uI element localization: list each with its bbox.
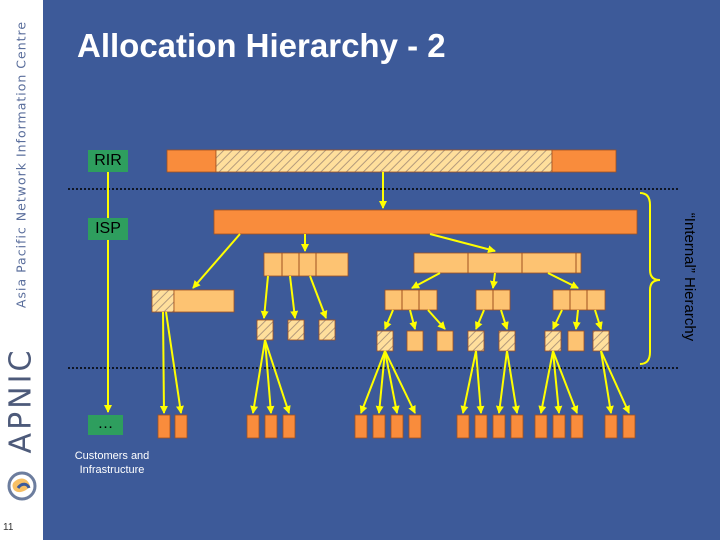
sub-allocation-left — [263, 252, 349, 277]
arrow — [489, 272, 498, 289]
arrow — [289, 275, 299, 319]
tier3-block-plain — [406, 330, 585, 352]
hierarchy-bracket — [639, 192, 661, 365]
tier2-group-2 — [475, 289, 511, 311]
arrow — [572, 309, 581, 330]
rir-block — [166, 149, 617, 173]
tier2-group-3 — [552, 289, 606, 311]
slide-title: Allocation Hierarchy - 2 — [77, 27, 446, 64]
internal-hierarchy-label: “Internal” Hierarchy — [681, 212, 698, 342]
arrow — [475, 309, 485, 330]
arrow — [547, 272, 579, 289]
arrow — [427, 309, 446, 330]
arrow — [552, 309, 563, 330]
tier3-block-hatched — [256, 319, 610, 352]
isp-block — [213, 209, 638, 235]
arrow — [429, 233, 496, 254]
arrow — [500, 309, 509, 330]
level-label-rir: RIR — [88, 150, 128, 172]
sidebar: Asia Pacific Network Information Centre … — [0, 0, 43, 540]
leaf-arrows — [159, 311, 630, 414]
slide-number: 11 — [3, 522, 14, 533]
leaf-blocks — [157, 414, 636, 439]
arrow — [411, 272, 441, 289]
customers-label-line: Customers and — [74, 450, 150, 462]
arrow — [192, 233, 241, 289]
infrastructure-label-line: Infrastructure — [79, 464, 145, 476]
globe-icon — [7, 471, 37, 501]
arrow — [384, 309, 394, 330]
sub-allocation-right — [413, 252, 582, 274]
tier2-group-1 — [384, 289, 438, 311]
arrow — [594, 309, 603, 330]
level-label-isp: ISP — [88, 218, 128, 240]
sub-allocation-hatched — [151, 289, 235, 313]
arrow — [260, 275, 269, 319]
arrow — [309, 275, 328, 319]
customers-infrastructure-label: Customers and Infrastructure — [62, 449, 162, 477]
arrow — [409, 309, 418, 330]
level-label-ellipsis: … — [88, 415, 123, 435]
